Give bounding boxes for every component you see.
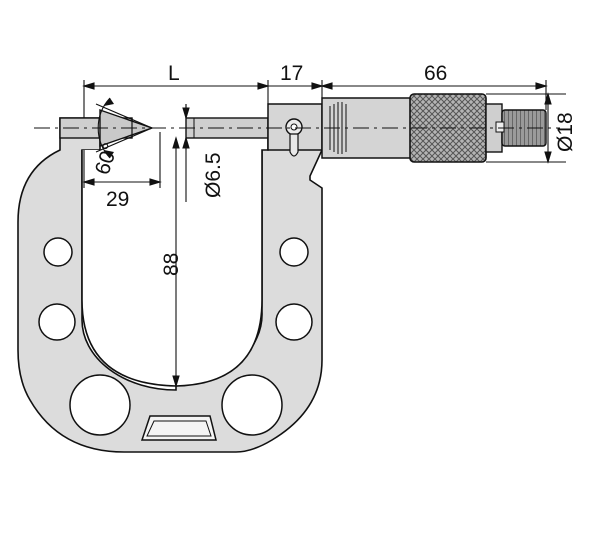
- label-tip-offset: 29: [106, 188, 129, 211]
- frame-hole: [221, 374, 283, 436]
- label-throat-depth: 88: [160, 253, 183, 276]
- dimension-throat-depth: [172, 136, 180, 388]
- dimension-thimble-diameter: [486, 92, 566, 164]
- dimension-spindle-gap: [268, 80, 324, 98]
- dimension-tip-angle: [95, 97, 153, 159]
- spindle: [185, 117, 269, 139]
- frame-body: [17, 117, 323, 453]
- label-length: L: [168, 62, 180, 85]
- frame-hole: [279, 237, 309, 267]
- label-spindle-gap: 17: [280, 62, 303, 85]
- frame-hole: [275, 303, 313, 341]
- lock-lever: [289, 133, 299, 157]
- name-plate: [140, 415, 217, 441]
- label-thimble-diameter: Ø18: [554, 112, 577, 152]
- label-head-length: 66: [424, 62, 447, 85]
- dimension-head-length: [320, 80, 548, 110]
- frame-hole: [69, 374, 131, 436]
- dimension-length: [82, 80, 270, 118]
- frame-hole: [43, 237, 73, 267]
- dimension-spindle-diameter: [182, 104, 190, 202]
- frame-hole: [38, 303, 76, 341]
- label-spindle-diameter: Ø6.5: [202, 152, 225, 198]
- dimension-tip-offset: [82, 132, 162, 188]
